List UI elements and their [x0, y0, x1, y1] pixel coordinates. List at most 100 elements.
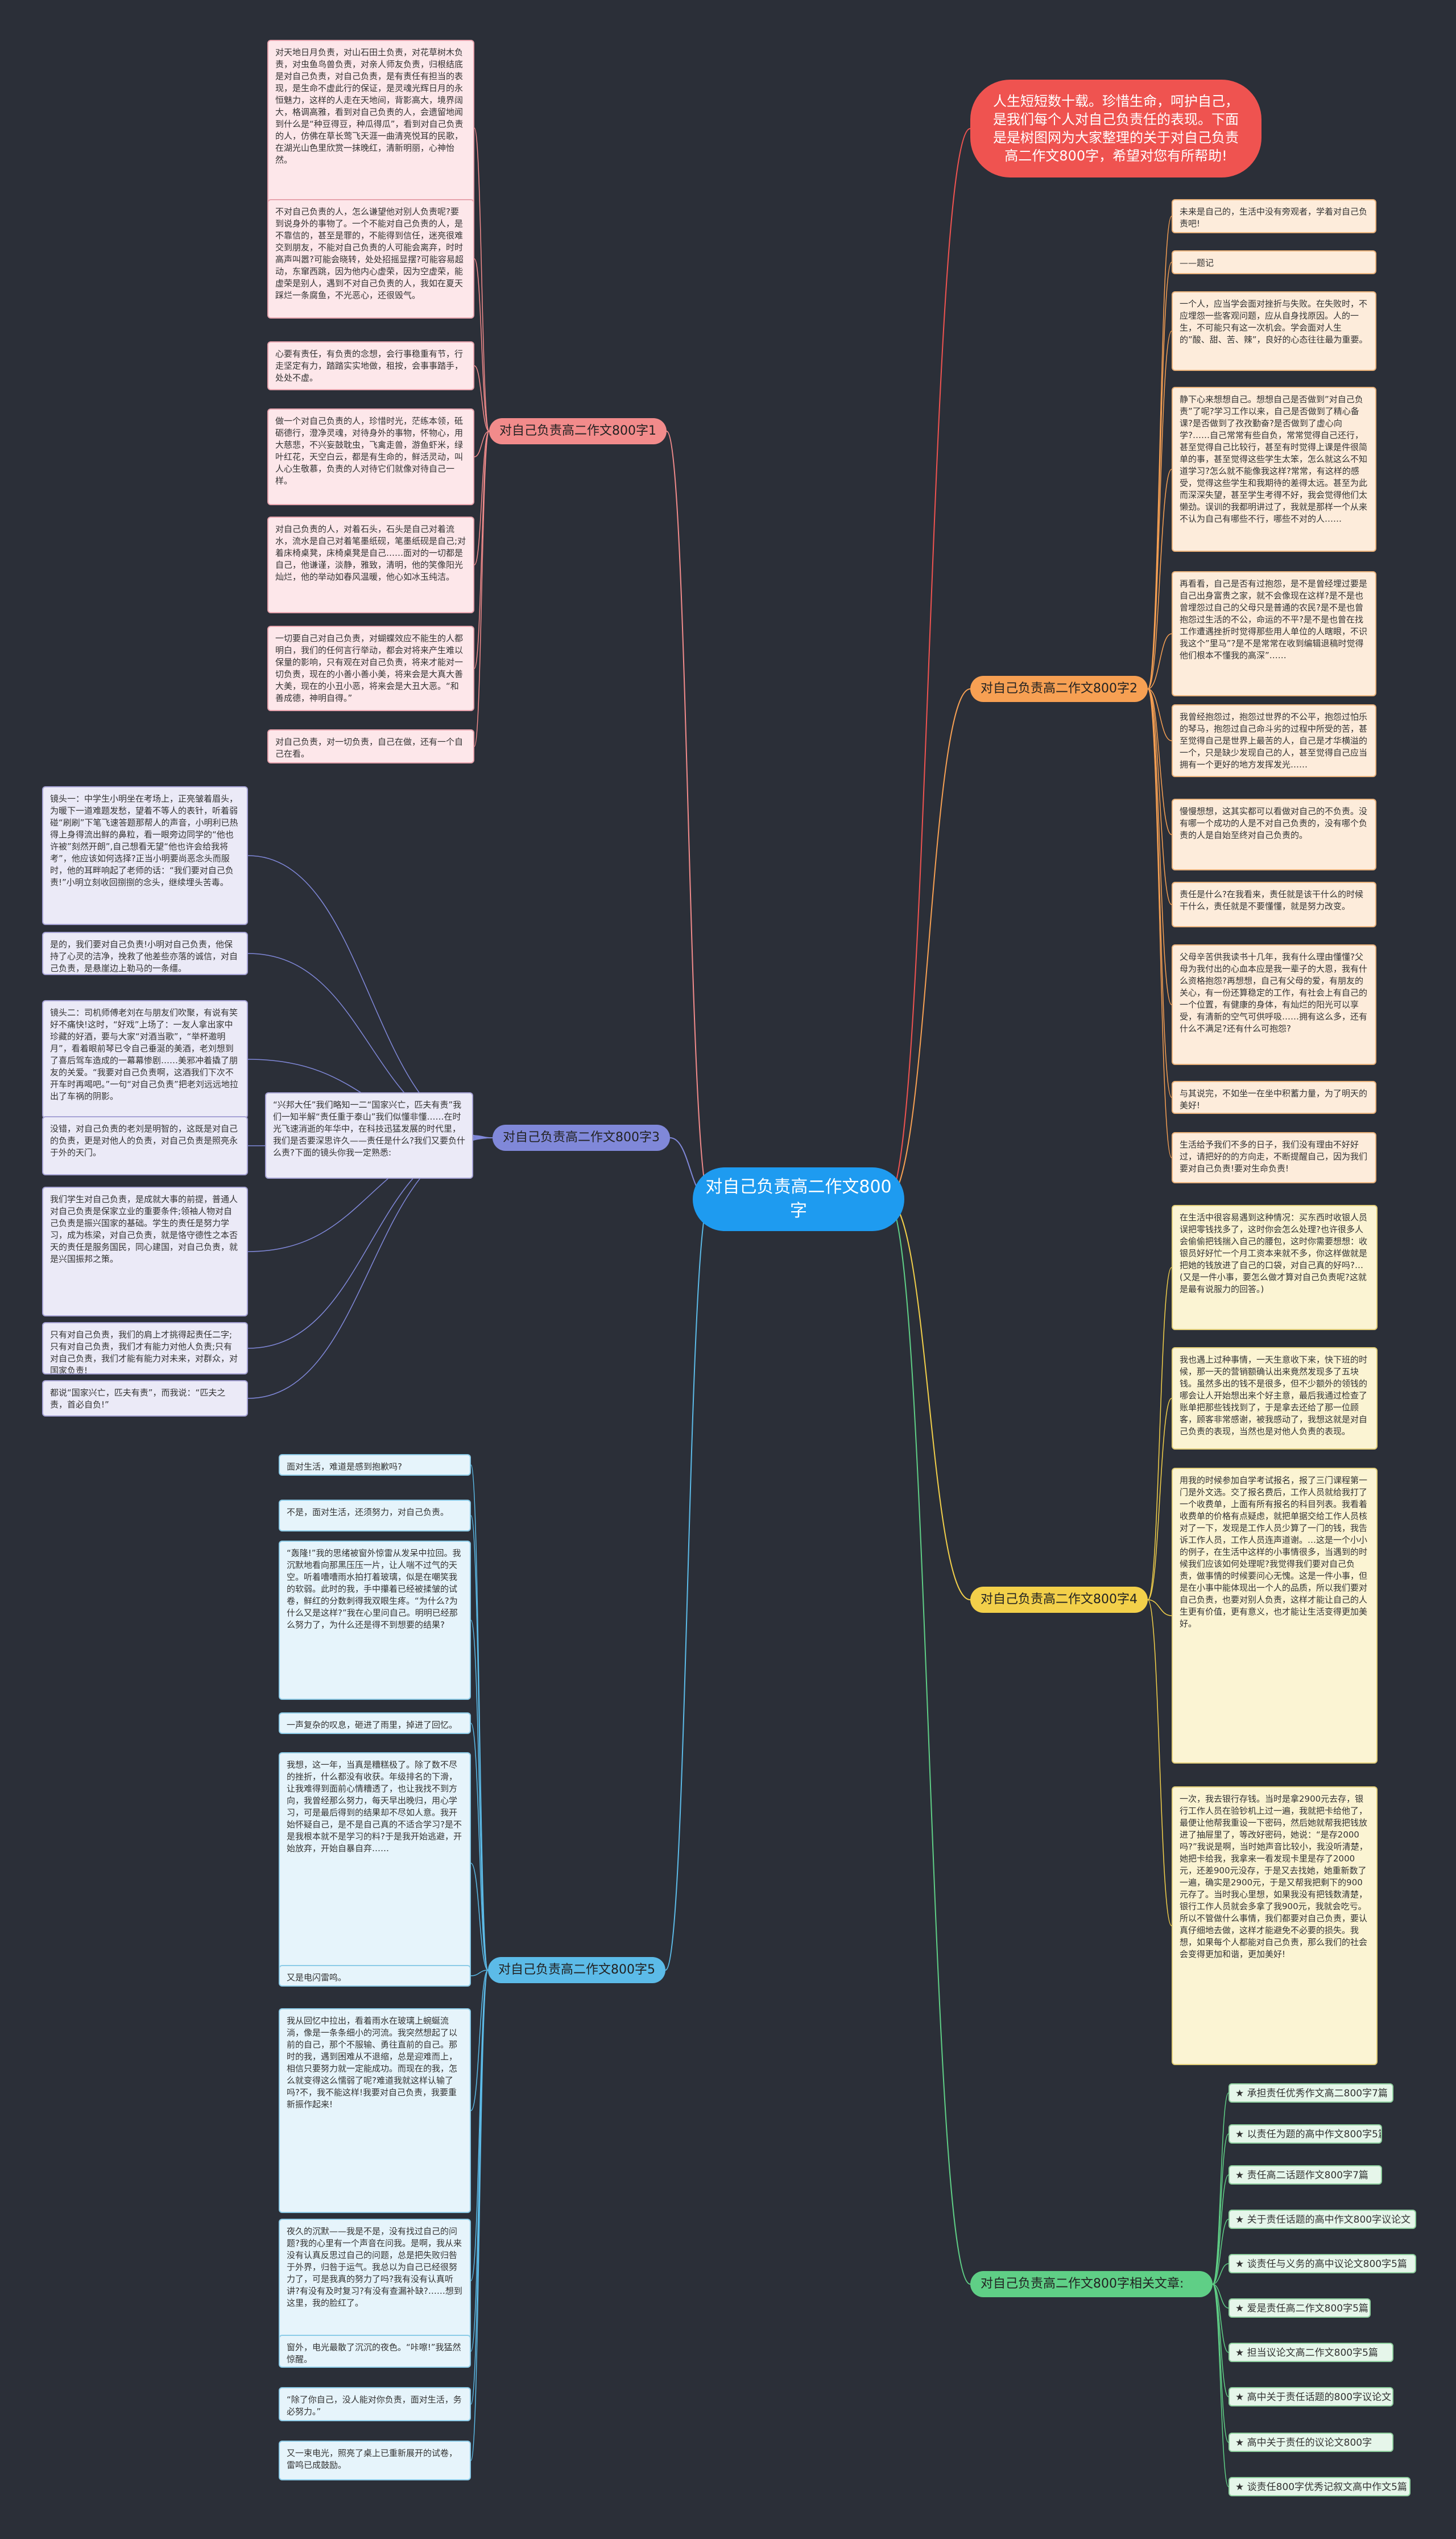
leaf-text: 静下心来想想自己。想想自己是否做到”对自己负责”了呢?学习工作以来，自己是否做到… [1172, 387, 1376, 552]
connector [470, 1970, 489, 2461]
connector [1212, 2092, 1229, 2285]
leaf-text: ★ 以责任为题的高中作文800字5篇 [1228, 2124, 1382, 2144]
leaf-text: ★ 关于责任话题的高中作文800字议论文 [1228, 2210, 1416, 2229]
connector [1147, 1599, 1172, 1616]
leaf-text: 面对生活，难道是感到抱歉吗? [279, 1454, 471, 1476]
leaf-text: 对自己负责，对一切负责，自己在做，还有一个自己在看。 [267, 729, 474, 763]
leaf-text: “轰隆!”我的思绪被窗外惊雷从发呆中拉回。我沉默地看向那黑压压一片，让人喘不过气… [279, 1541, 471, 1700]
branch-essay-4[interactable]: 对自己负责高二作文800字4 [970, 1587, 1148, 1613]
leaf-text: 慢慢想想，这其实都可以看做对自己的不负责。没有哪一个成功的人是不对自己负责的，没… [1172, 799, 1376, 870]
connector [474, 431, 490, 669]
leaf-text: 都说“国家兴亡，匹夫有责”，而我说：“匹夫之责，首必自负!” [42, 1380, 248, 1417]
branch-essay-5[interactable]: 对自己负责高二作文800字5 [488, 1957, 665, 1983]
leaf-text: 夜久的沉默——我是不是，没有找过自己的问题?我的心里有一个声音在问我。是啊，我从… [279, 2219, 471, 2343]
connector [474, 431, 490, 565]
leaf-text: 在生活中很容易遇到这种情况：买东西时收银人员误把零钱找多了，这时你会怎么处理?也… [1172, 1205, 1378, 1330]
branch-essay-3[interactable]: 对自己负责高二作文800字3 [493, 1125, 670, 1151]
connector [474, 431, 490, 747]
leaf-text: 做一个对自己负责的人，珍惜时光，茫练本领，砥砺德行，澄净灵魂，对待身外的事物，怀… [267, 408, 474, 505]
branch-related-articles[interactable]: 对自己负责高二作文800字相关文章: [970, 2271, 1213, 2297]
leaf-text: 不是，面对生活，还须努力，对自己负责。 [279, 1500, 471, 1531]
leaf-text: ★ 高中关于责任的议论文800字 [1228, 2433, 1393, 2452]
leaf-text: 再看看，自己是否有过抱怨，是不是曾经埋过要是自己出身富贵之家，就不会像现在这样?… [1172, 571, 1376, 696]
leaf-text: 对自己负责的人，对着石头，石头是自己对着流水，流水是自己对着笔墨纸砚，笔墨纸砚是… [267, 517, 474, 613]
connector [473, 1135, 493, 1138]
leaf-text: 又是电闪雷鸣。 [279, 1965, 471, 1987]
leaf-text: 镜头一：中学生小明坐在考场上，正亮皱着眉头，为暖下一道难题发愁，望着不等人的表针… [42, 786, 248, 925]
leaf-text: 我从回忆中拉出，看着雨水在玻璃上蜿蜒流淌，像是一条条细小的河流。我突然想起了以前… [279, 2008, 471, 2213]
central-topic[interactable]: 对自己负责高二作文800字 [693, 1167, 904, 1231]
leaf-text: ★ 谈责任800字优秀记叙文高中作文5篇 [1228, 2477, 1410, 2496]
connector [887, 688, 971, 1200]
leaf-text: 对天地日月负责，对山石田土负责，对花草树木负责，对虫鱼鸟兽负责，对亲人师友负责，… [267, 40, 474, 216]
leaf-text: 责任是什么?在我看来，责任就是该干什么的时候干什么，责任就是不要懂懂，就是努力改… [1172, 882, 1376, 927]
connector [470, 1464, 489, 1971]
connector [470, 1970, 489, 2352]
connector [1212, 2263, 1229, 2285]
connector [470, 1515, 489, 1971]
connector [470, 1970, 489, 2111]
leaf-text: 我想，这一年，当真是糟糕极了。除了数不尽的挫折，什么都没有收获。年级排名的下滑，… [279, 1752, 471, 1974]
leaf-text: “除了你自己，没人能对你负责，面对生活，务必努力。” [279, 2387, 471, 2421]
leaf-text: 窗外，电光最散了沉沉的夜色。“咔嚓!”我猛然惊醒。 [279, 2335, 471, 2368]
connector [1212, 2284, 1229, 2309]
intro-summary[interactable]: 人生短短数十载。珍惜生命，呵护自己，是我们每个人对自己负责任的表现。下面是是树图… [970, 80, 1261, 177]
leaf-text: ——题记 [1172, 250, 1376, 274]
leaf-text: 一次，我去银行存钱。当时是拿2900元去存，银行工作人员在验钞机上过一遍，我就把… [1172, 1786, 1378, 2065]
connector [887, 1199, 971, 2285]
leaf-text: ★ 高中关于责任话题的800字议论文 [1228, 2387, 1393, 2406]
leaf-text: 又一束电光，照亮了桌上已重新展开的试卷，雷鸣已成鼓励。 [279, 2441, 471, 2480]
connector [1212, 2284, 1229, 2397]
leaf-text: 只有对自己负责，我们的肩上才挑得起责任二字;只有对自己负责，我们才有能力对他人负… [42, 1322, 248, 1374]
branch-essay-1[interactable]: 对自己负责高二作文800字1 [489, 418, 667, 444]
connector [474, 258, 490, 432]
connector [1212, 2284, 1229, 2353]
connector [1147, 469, 1172, 690]
leaf-text: 镜头二：司机师傅老刘在与朋友们吹聚，有说有笑好不痛快!这时，“好戏”上场了：一友… [42, 1000, 248, 1118]
leaf-text: 一个人，应当学会面对挫折与失败。在失败时，不应埋怨一些客观问题，应从自身找原因。… [1172, 291, 1376, 371]
leaf-text: 我曾经抱怨过，抱怨过世界的不公平，抱怨过怕乐的琴马，抱怨过自己命斗劣的过程中所受… [1172, 704, 1376, 777]
connector [1147, 688, 1172, 835]
connector [1147, 688, 1172, 1158]
connector [1147, 688, 1172, 1098]
connector [1147, 688, 1172, 741]
connector [1147, 1599, 1172, 1926]
leaf-text: ★ 谈责任与义务的高中议论文800字5篇 [1228, 2254, 1416, 2273]
connector [1212, 2284, 1229, 2487]
connector [1147, 216, 1172, 690]
leaf-text: ★ 承担责任优秀作文高二800字7篇 [1228, 2083, 1393, 2103]
leaf-text: 我们学生对自己负责，是成就大事的前提，普通人对自己负责是保家立业的重要条件;领袖… [42, 1187, 248, 1316]
leaf-text: 没错，对自己负责的老刘是明智的，这既是对自己的负责，更是对他人的负责，对自己负责… [42, 1116, 248, 1175]
leaf-text: 父母辛苦供我读书十几年，我有什么理由懂懂?父母为我付出的心血本应是我一辈子的大恩… [1172, 944, 1376, 1065]
connector [666, 431, 710, 1200]
connector [1212, 2133, 1229, 2285]
connector [1212, 2174, 1229, 2285]
leaf-text: 心要有责任，有负责的念想，会行事稳重有节，行走坚定有力，踏踏实实地做，租按，会事… [267, 341, 474, 390]
connector [887, 128, 971, 1200]
connector [470, 1723, 489, 1971]
leaf-text: ★ 担当议论文高二作文800字5篇 [1228, 2343, 1393, 2362]
leaf-text: 不对自己负责的人，怎么谦望他对别人负责呢?要到说身外的事物了。一个不能对自己负责… [267, 199, 474, 319]
connector [474, 431, 490, 457]
connector [1212, 2284, 1229, 2443]
connector [470, 1863, 489, 1971]
connector [665, 1199, 710, 1971]
connector [1147, 688, 1172, 905]
leaf-text: 是的，我们要对自己负责!小明对自己负责，他保持了心灵的洁净，挽救了他差些亦落的诚… [42, 932, 248, 975]
connector [887, 1199, 971, 1600]
connector [474, 365, 490, 432]
connector [474, 127, 490, 432]
connector [1147, 688, 1172, 1005]
leaf-text: 一切要自己对自己负责，对蝴蝶效应不能生的人都明白，我们的任何言行举动，都会对将来… [267, 626, 474, 711]
connector [470, 1620, 489, 1971]
branch-essay-2[interactable]: 对自己负责高二作文800字2 [970, 676, 1148, 702]
leaf-text: 我也遇上过种事情，一天生意收下来，快下班的时候，那一天的营销额确认出来竟然发现多… [1172, 1347, 1378, 1450]
connector [1212, 2219, 1229, 2285]
leaf-text: 用我的时候参加自学考试报名，报了三门课程第一门是外文选。交了报名费后，工作人员就… [1172, 1468, 1378, 1764]
branch-essay-3-hub-text: “兴邦大任”我们略知一二“国家兴亡，匹夫有责”我们一知半解“责任重于泰山”我们似… [265, 1092, 473, 1179]
connector [1147, 331, 1172, 690]
connector [1147, 1398, 1172, 1600]
leaf-text: 未来是自己的，生活中没有旁观者，学着对自己负责吧! [1172, 199, 1376, 233]
connector [470, 1970, 489, 1976]
